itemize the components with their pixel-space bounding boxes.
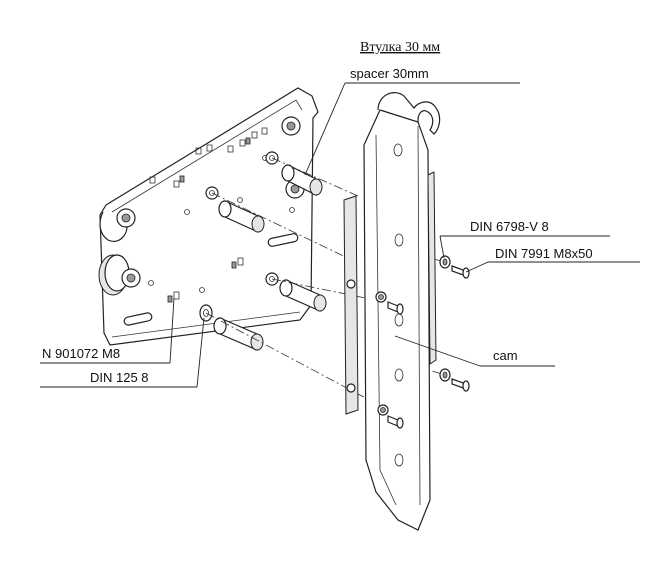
spacer-middle-right — [279, 279, 327, 312]
label-din6798: DIN 6798-V 8 — [470, 219, 549, 234]
cam-bar — [343, 92, 441, 531]
leader-lines — [40, 82, 640, 388]
label-din7991: DIN 7991 M8x50 — [495, 246, 593, 261]
mounting-plate — [98, 87, 319, 346]
cam-screw-upper — [387, 301, 404, 315]
label-n901072: N 901072 M8 — [42, 346, 120, 361]
plate-nut-top-right — [281, 116, 305, 199]
plate-roller-top-left — [99, 208, 136, 242]
label-title-ru: Втулка 30 мм — [360, 40, 440, 55]
label-spacer: spacer 30mm — [350, 66, 429, 81]
spacer-top-right — [281, 164, 323, 196]
lock-washer-din6798 — [439, 255, 451, 382]
label-din125: DIN 125 8 — [90, 370, 149, 385]
screw-din7991 — [451, 265, 470, 392]
spacer-bottom-left — [213, 317, 264, 351]
cam-screw-lower — [387, 415, 404, 429]
plate-roller-bottom-left — [98, 254, 141, 296]
spacer-middle-left — [218, 200, 265, 233]
label-cam: cam — [493, 348, 518, 363]
